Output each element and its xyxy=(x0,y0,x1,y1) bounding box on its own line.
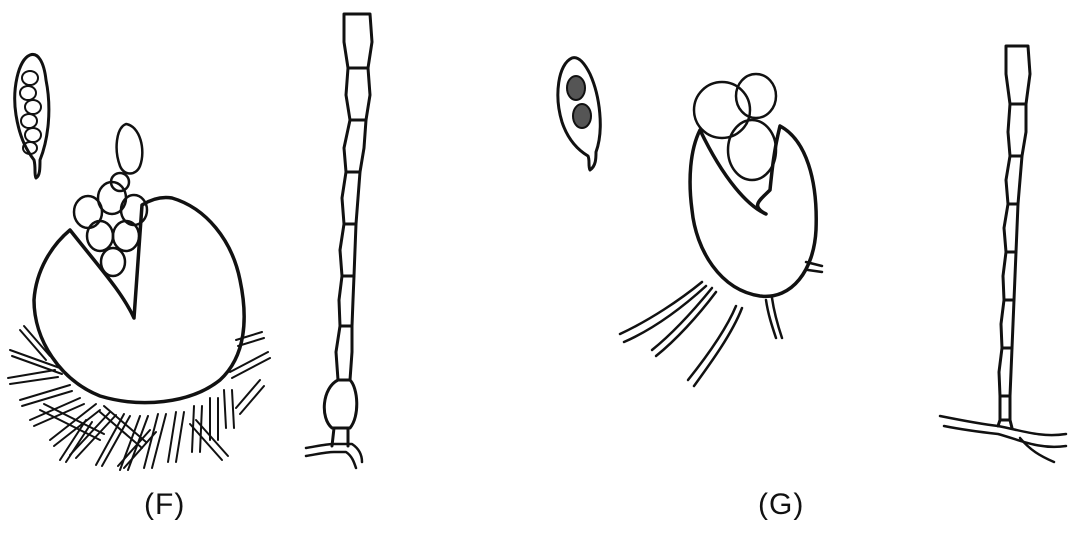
panel-label-g: (G) xyxy=(758,488,804,522)
panel-g-ascocarp xyxy=(690,74,816,296)
panel-label-f: (F) xyxy=(144,488,185,522)
panel-g xyxy=(558,46,1066,462)
panel-f-ascocarp xyxy=(34,124,244,403)
panel-g-conidial-chain xyxy=(998,46,1030,428)
panel-f-conidial-chain xyxy=(324,14,372,446)
panel-g-supporting-hypha xyxy=(940,416,1066,462)
panel-f-supporting-hypha xyxy=(306,444,362,468)
panel-g-appendages xyxy=(620,262,822,386)
panel-f-ascus xyxy=(15,54,49,178)
panel-g-ascus xyxy=(558,58,600,170)
panel-f xyxy=(8,14,372,470)
